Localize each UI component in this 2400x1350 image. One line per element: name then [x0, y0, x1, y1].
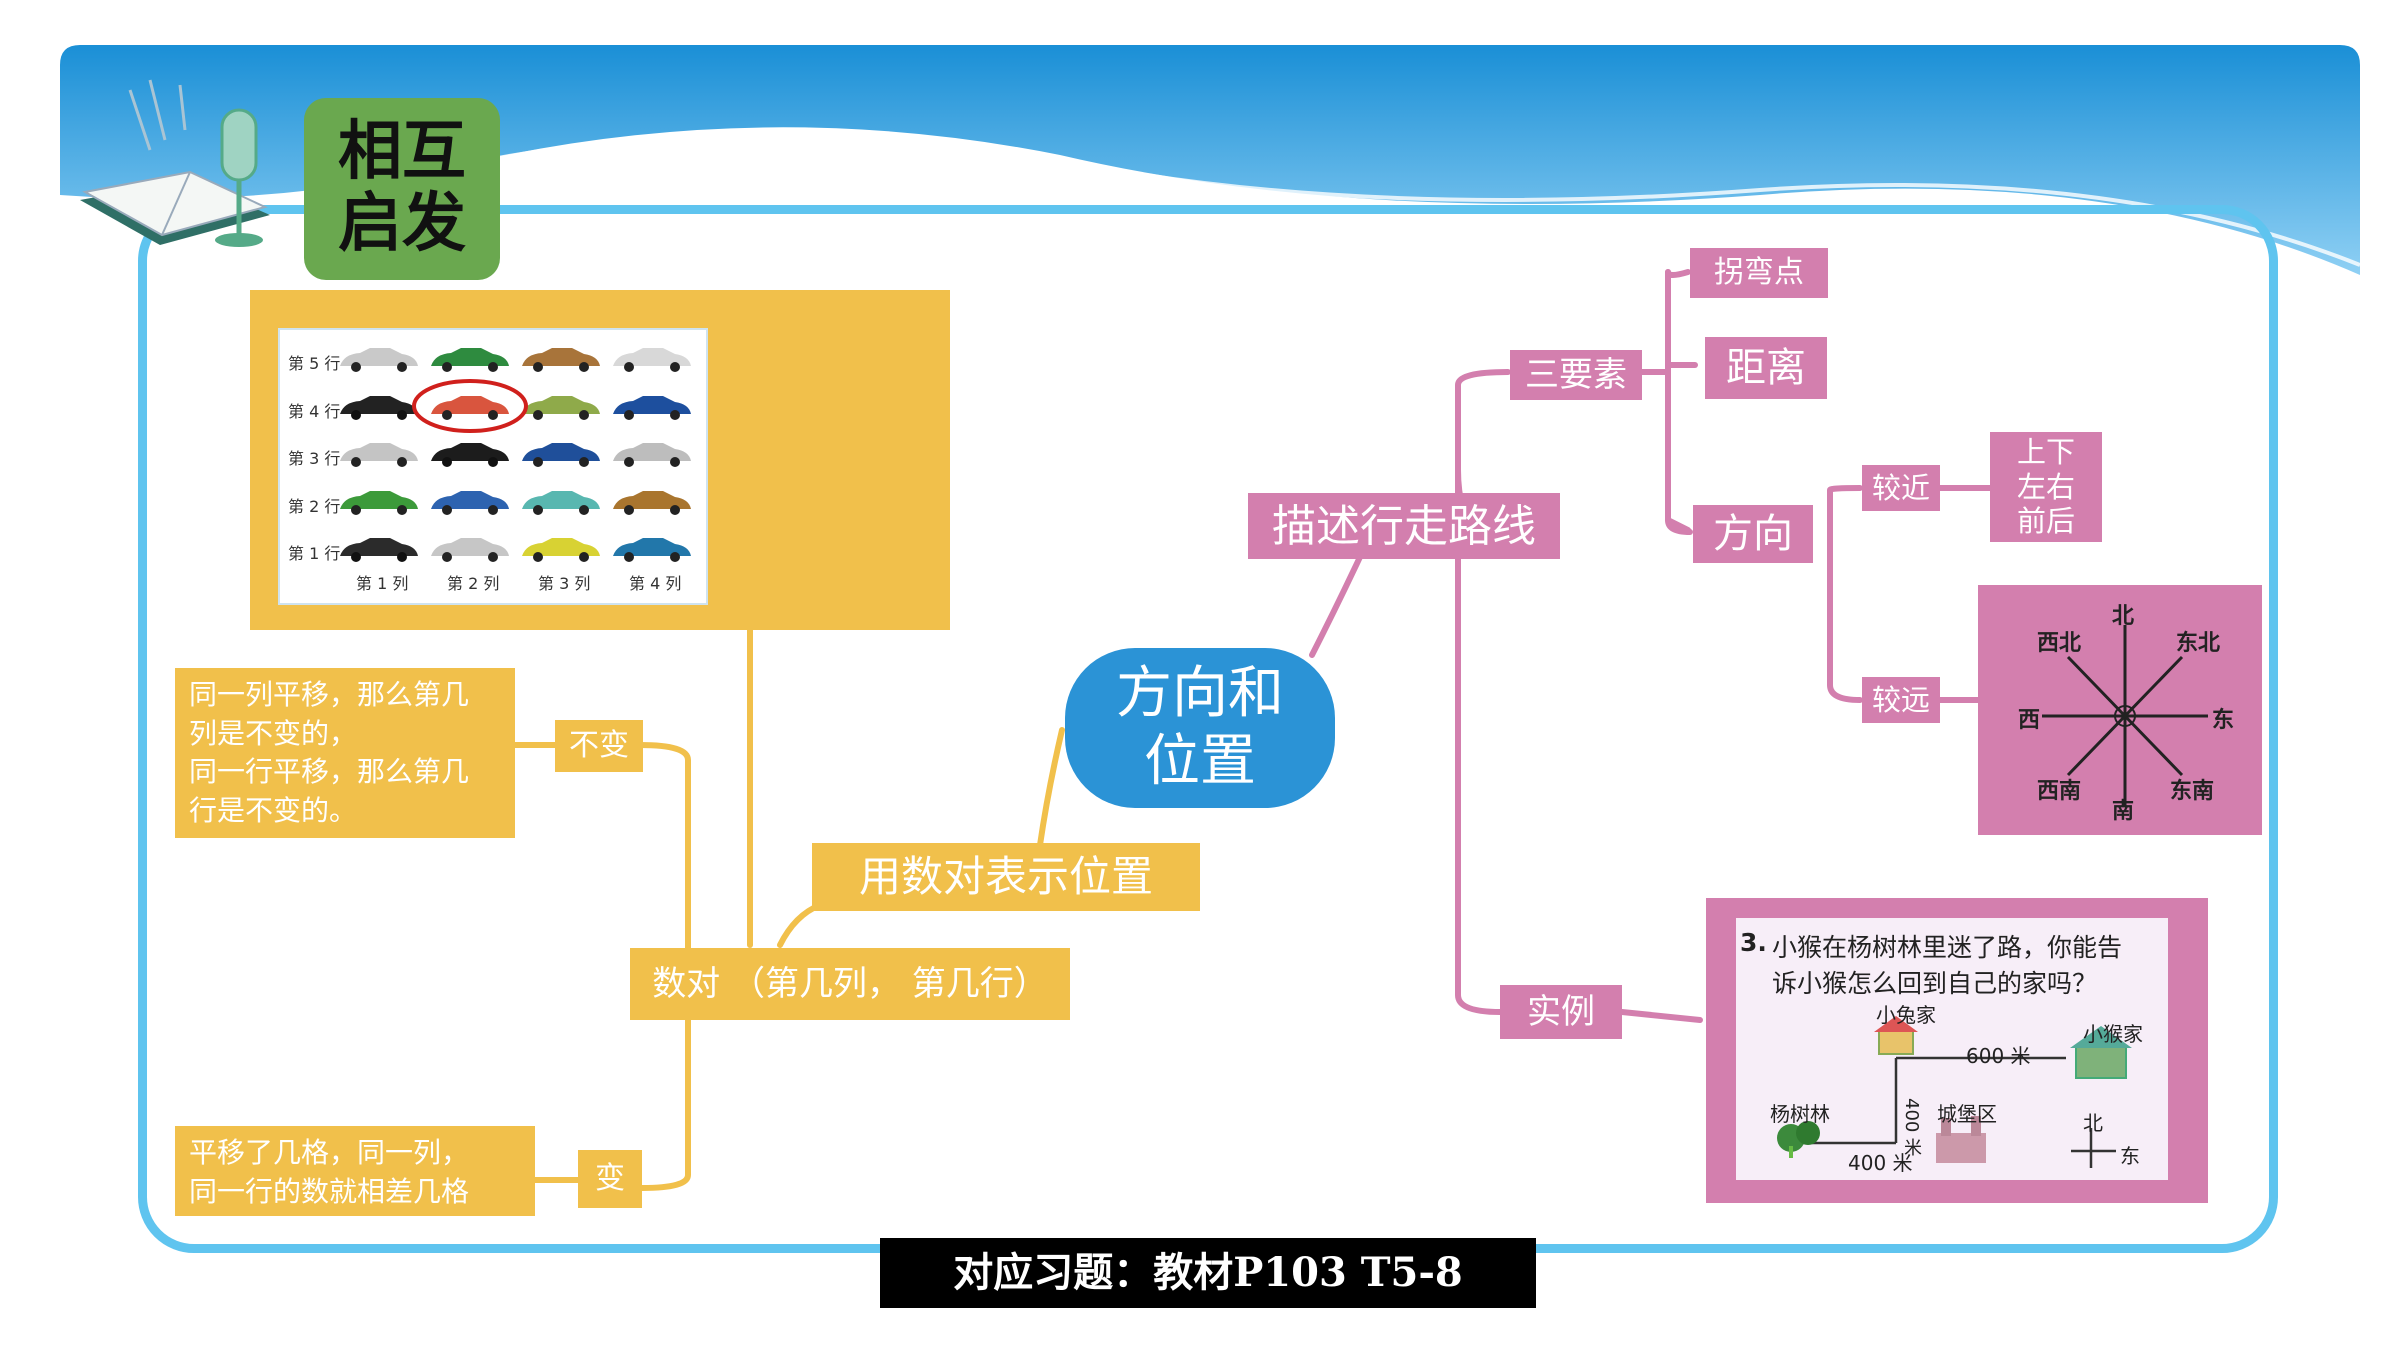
car-icon: [340, 348, 418, 372]
label-monkey-home: 小猴家: [2083, 1022, 2143, 1046]
car-icon: [431, 443, 509, 467]
car-icon: [340, 491, 418, 515]
changed-explanation: 平移了几格，同一列， 同一行的数就相差几格: [175, 1126, 535, 1216]
car-row-label: 第 1 行: [288, 544, 341, 563]
compass-rose-icon: [2042, 625, 2208, 807]
car-icon: [431, 491, 509, 515]
label-400m-vertical: 400 米: [1901, 1098, 1922, 1157]
car-row-label: 第 4 行: [288, 402, 341, 421]
label-400m-horizontal: 400 米: [1848, 1151, 1913, 1175]
car-icon: [613, 491, 691, 515]
label-600m: 600 米: [1966, 1044, 2031, 1068]
node-far: 较远: [1862, 677, 1940, 723]
node-turning-point: 拐弯点: [1690, 248, 1828, 298]
node-near: 较近: [1862, 465, 1940, 511]
car-row-label: 第 3 行: [288, 449, 341, 468]
car-icon: [613, 443, 691, 467]
node-changed: 变: [578, 1150, 642, 1208]
unchanged-explanation: 同一列平移，那么第几 列是不变的， 同一行平移，那么第几 行是不变的。: [175, 668, 515, 838]
section-label: 相互 启发: [304, 98, 500, 280]
car-icon: [340, 396, 418, 420]
castle-icon: [1936, 1116, 1986, 1163]
footer-exercise-ref: 对应习题：教材P103 T5-8: [880, 1238, 1536, 1308]
example-problem-number: 3.: [1740, 928, 1767, 957]
compass-southwest: 西南: [2037, 779, 2082, 804]
car-col-label: 第 3 列: [538, 574, 591, 593]
node-direction: 方向: [1693, 505, 1813, 563]
compass-south: 南: [2112, 799, 2135, 824]
label-forest: 杨树林: [1770, 1102, 1830, 1126]
root-node: 方向和 位置: [1065, 648, 1335, 808]
compass-west: 西: [2018, 708, 2041, 733]
car-icon: [431, 396, 509, 420]
node-example: 实例: [1500, 985, 1622, 1039]
monkey-home-icon: [2070, 1026, 2132, 1079]
compass-southeast: 东南: [2170, 779, 2215, 804]
label-rabbit-home: 小兔家: [1876, 1003, 1936, 1027]
car-icon: [613, 538, 691, 562]
node-near-detail: 上下 左右 前后: [1990, 432, 2102, 542]
car-icon: [522, 443, 600, 467]
node-number-pair-position: 用数对表示位置: [812, 843, 1200, 911]
car-icon: [431, 538, 509, 562]
compass-northwest: 西北: [2037, 631, 2082, 656]
car-icon: [613, 348, 691, 372]
header-banner: [60, 45, 2360, 275]
forest-icon: [1777, 1121, 1820, 1158]
car-icon: [522, 348, 600, 372]
node-three-elements: 三要素: [1510, 350, 1642, 400]
car-icon: [613, 396, 691, 420]
node-describe-route: 描述行走路线: [1248, 493, 1560, 559]
rabbit-home-icon: [1874, 1016, 1918, 1055]
car-grid-cars: [340, 348, 691, 562]
label-map-east: 东: [2120, 1144, 2140, 1168]
car-icon: [522, 538, 600, 562]
compass-north: 北: [2112, 604, 2135, 629]
example-problem-line1: 小猴在杨树林里迷了路，你能告: [1772, 933, 2123, 962]
node-unchanged: 不变: [555, 720, 643, 772]
selected-car-circle: [412, 379, 528, 433]
node-distance: 距离: [1705, 337, 1827, 399]
node-number-pair: 数对 （第几列， 第几行）: [630, 948, 1070, 1020]
car-icon: [340, 538, 418, 562]
car-icon: [431, 348, 509, 372]
car-icon: [340, 443, 418, 467]
example-route-map: [1777, 1016, 2132, 1168]
label-castle: 城堡区: [1937, 1102, 1997, 1126]
example-problem-line2: 诉小猴怎么回到自己的家吗？: [1772, 969, 2098, 998]
book-microphone-icon: [80, 79, 270, 247]
compass-northeast: 东北: [2176, 631, 2221, 656]
label-map-north: 北: [2083, 1111, 2103, 1135]
car-row-label: 第 5 行: [288, 354, 341, 373]
car-row-label: 第 2 行: [288, 497, 341, 516]
car-col-label: 第 4 列: [629, 574, 682, 593]
compass-east: 东: [2212, 708, 2235, 733]
car-col-label: 第 1 列: [356, 574, 409, 593]
car-icon: [522, 396, 600, 420]
car-col-label: 第 2 列: [447, 574, 500, 593]
car-icon: [522, 491, 600, 515]
